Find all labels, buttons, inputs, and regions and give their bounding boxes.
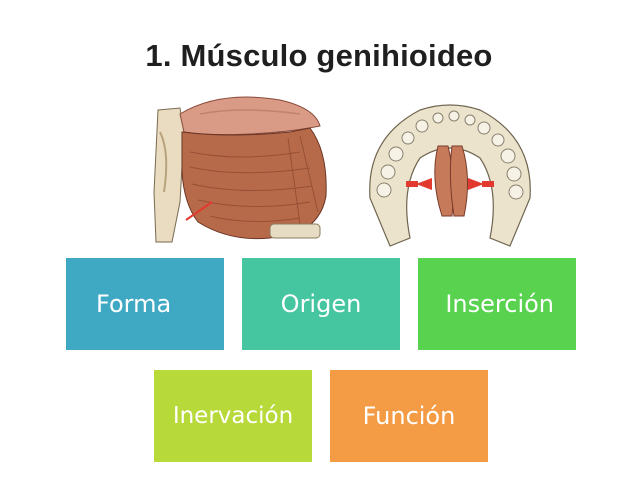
- forma-box: Forma: [66, 258, 224, 350]
- insercion-label: Inserción: [445, 290, 554, 318]
- funcion-label: Función: [362, 402, 456, 430]
- origen-label: Origen: [280, 290, 362, 318]
- origen-box: Origen: [242, 258, 400, 350]
- inervacion-label: Inervación: [172, 403, 294, 429]
- forma-label: Forma: [96, 290, 172, 318]
- tongue-muscle-lateral-illustration: [153, 96, 327, 243]
- inervacion-box: Inervación: [154, 370, 312, 462]
- mandible-inferior-view-illustration: [369, 104, 531, 247]
- insercion-box: Inserción: [418, 258, 576, 350]
- funcion-box: Función: [330, 370, 488, 462]
- slide-title: 1. Músculo genihioideo: [145, 38, 493, 73]
